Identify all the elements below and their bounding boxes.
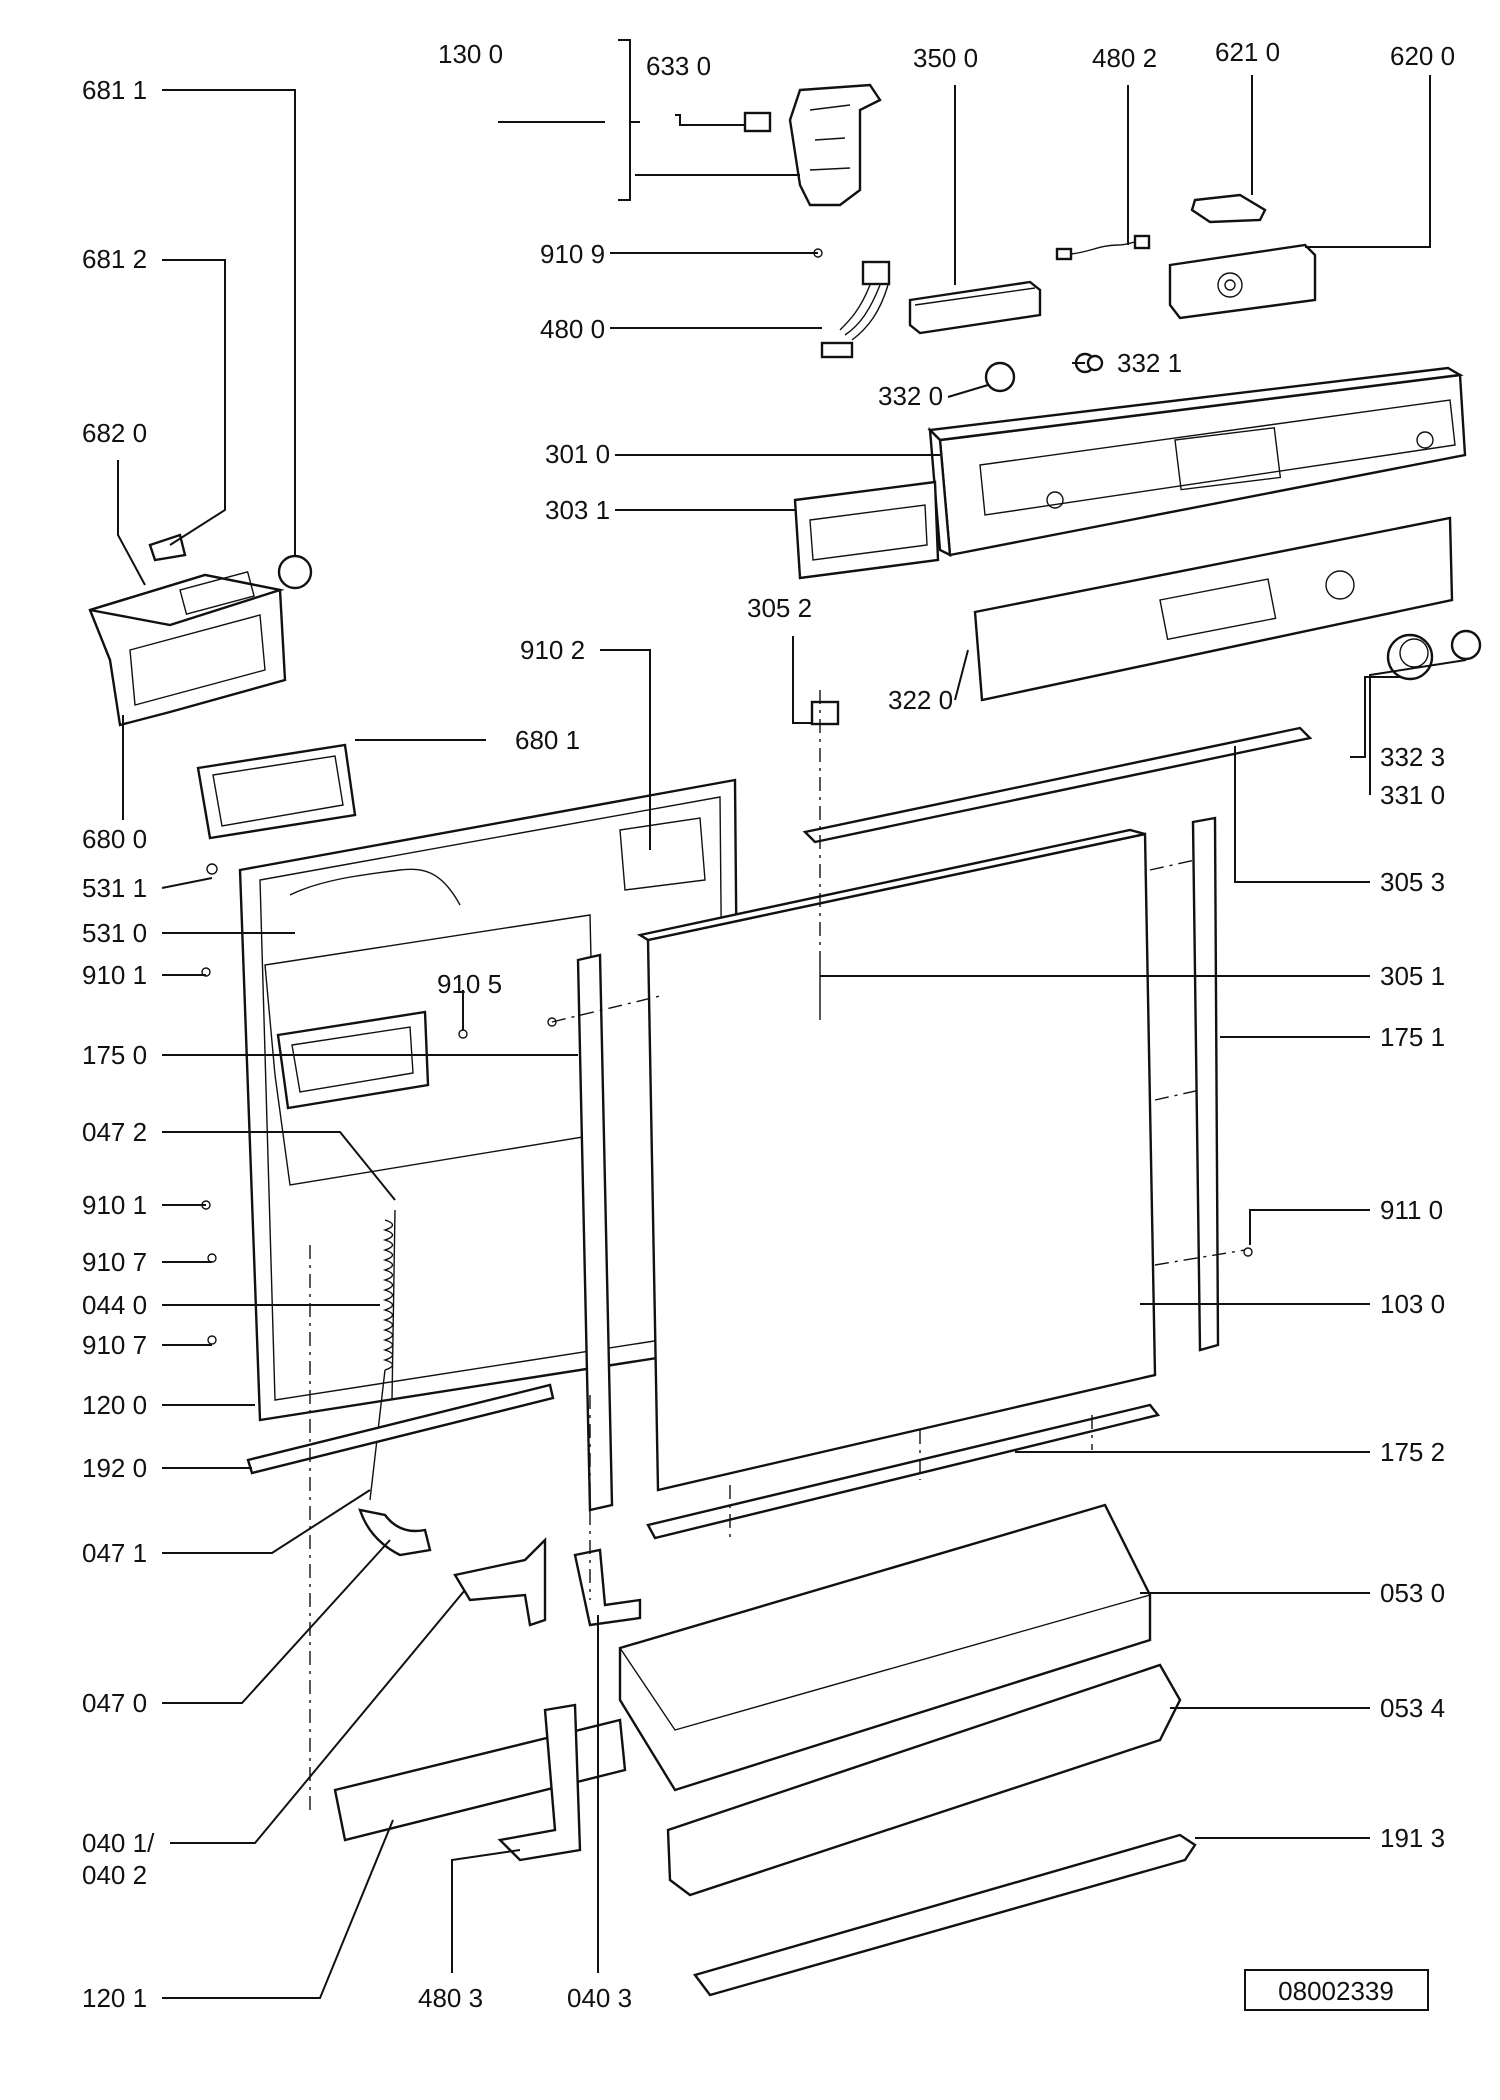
label-480-0: 480 0 — [540, 314, 605, 344]
label-044-0: 044 0 — [82, 1290, 147, 1320]
label-681-1: 681 1 — [82, 75, 147, 105]
dispenser-gasket-part — [196, 743, 357, 840]
document-number: 08002339 — [1278, 1976, 1394, 2006]
label-531-0: 531 0 — [82, 918, 147, 948]
label-120-1: 120 1 — [82, 1983, 147, 2013]
label-047-0: 047 0 — [82, 1688, 147, 1718]
label-040-2: 040 2 — [82, 1860, 147, 1890]
hinge-pulley-part — [358, 1508, 432, 1557]
label-531-1: 531 1 — [82, 873, 147, 903]
label-192-0: 192 0 — [82, 1453, 147, 1483]
label-175-1: 175 1 — [1380, 1022, 1445, 1052]
inner-door-panel-part — [238, 778, 742, 1422]
label-621-0: 621 0 — [1215, 37, 1280, 67]
right-side-trim-part — [1191, 816, 1220, 1352]
label-480-3: 480 3 — [418, 1983, 483, 2013]
label-120-0: 120 0 — [82, 1390, 147, 1420]
label-620-0: 620 0 — [1390, 41, 1455, 71]
label-682-0: 682 0 — [82, 418, 147, 448]
label-480-2: 480 2 — [1092, 43, 1157, 73]
detergent-dispenser-part — [88, 533, 313, 727]
label-305-3: 305 3 — [1380, 867, 1445, 897]
label-047-2: 047 2 — [82, 1117, 147, 1147]
label-130-0: 130 0 — [438, 39, 503, 69]
document-number-box: 08002339 — [1244, 1969, 1429, 2011]
label-103-0: 103 0 — [1380, 1289, 1445, 1319]
label-633-0: 633 0 — [646, 51, 711, 81]
outer-door-part — [636, 828, 1157, 1492]
label-910-7-a: 910 7 — [82, 1247, 147, 1277]
label-332-0: 332 0 — [878, 381, 943, 411]
hinge-arm-part — [453, 1537, 547, 1627]
switch-bracket-part — [743, 83, 882, 207]
label-680-1: 680 1 — [515, 725, 580, 755]
alignment-lines — [309, 690, 1246, 1815]
programmer-cover-part — [1190, 193, 1267, 224]
label-910-9: 910 9 — [540, 239, 605, 269]
bracket-480-3-part — [497, 1703, 582, 1862]
bottom-trim-part — [646, 1403, 1161, 1540]
label-350-0: 350 0 — [913, 43, 978, 73]
wiring-harness-part — [820, 260, 891, 359]
left-side-trim-part — [576, 953, 614, 1512]
label-053-4: 053 4 — [1380, 1693, 1445, 1723]
label-332-1: 332 1 — [1117, 348, 1182, 378]
part-labels: 681 1 681 2 682 0 680 0 680 1 130 0 633 … — [82, 37, 1455, 2013]
label-910-2: 910 2 — [520, 635, 585, 665]
label-305-1: 305 1 — [1380, 961, 1445, 991]
label-910-1-b: 910 1 — [82, 1190, 147, 1220]
handle-plate-part — [793, 480, 940, 580]
label-040-3: 040 3 — [567, 1983, 632, 2013]
kick-plate-cover-part — [666, 1663, 1182, 1897]
label-680-0: 680 0 — [82, 824, 147, 854]
door-wire-part — [289, 868, 461, 906]
label-911-0: 911 0 — [1380, 1195, 1443, 1225]
label-910-7-b: 910 7 — [82, 1330, 147, 1360]
label-305-2: 305 2 — [747, 593, 812, 623]
label-332-3: 332 3 — [1380, 742, 1445, 772]
rotary-knob-part — [1386, 629, 1482, 681]
programmer-module-part — [1168, 243, 1317, 320]
label-301-0: 301 0 — [545, 439, 610, 469]
bottom-seal-part — [692, 1833, 1197, 1997]
hinge-bracket-040-3-part — [573, 1548, 642, 1627]
leader-lines — [117, 39, 1467, 1999]
label-303-1: 303 1 — [545, 495, 610, 525]
base-plate-part — [333, 1718, 627, 1842]
label-191-3: 191 3 — [1380, 1823, 1445, 1853]
sensor-wire-part — [1055, 234, 1151, 261]
control-panel-part — [927, 366, 1467, 558]
label-175-0: 175 0 — [82, 1040, 147, 1070]
top-trim-strip-part — [802, 726, 1313, 844]
label-040-1: 040 1/ — [82, 1828, 155, 1858]
label-047-1: 047 1 — [82, 1538, 147, 1568]
knob-part — [984, 361, 1016, 393]
label-910-1-a: 910 1 — [82, 960, 147, 990]
control-board-strip-part — [908, 280, 1042, 335]
label-910-5: 910 5 — [437, 969, 502, 999]
label-175-2: 175 2 — [1380, 1437, 1445, 1467]
front-fascia-part — [973, 516, 1454, 702]
clip-part — [810, 700, 840, 726]
label-681-2: 681 2 — [82, 244, 147, 274]
label-322-0: 322 0 — [888, 685, 953, 715]
label-331-0: 331 0 — [1380, 780, 1445, 810]
kick-plate-part — [618, 1503, 1152, 1792]
small-knob-part-b — [1086, 354, 1104, 372]
label-053-0: 053 0 — [1380, 1578, 1445, 1608]
